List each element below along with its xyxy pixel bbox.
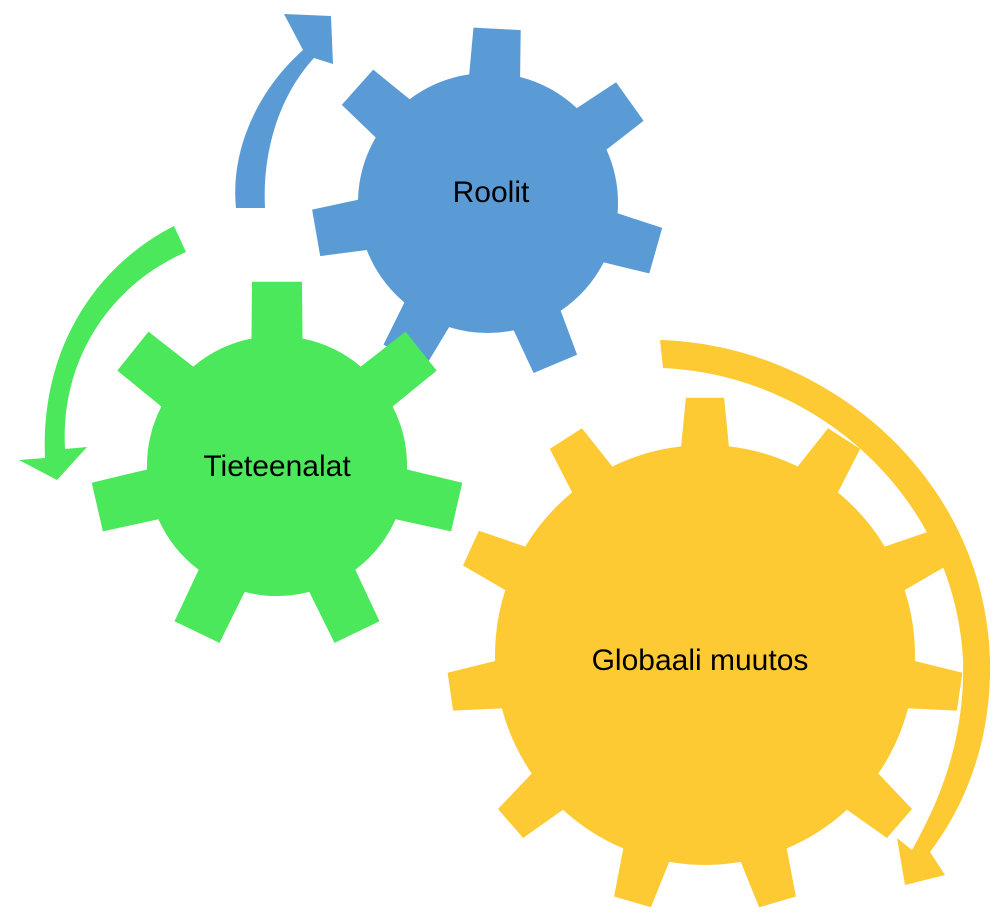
gear-label-tieteenalat: Tieteenalat <box>203 450 351 483</box>
yellow-cycle-arrow <box>660 340 991 885</box>
gear-label-roolit: Roolit <box>453 176 530 209</box>
gear-roolit <box>312 27 663 373</box>
green-cycle-arrow <box>19 226 186 480</box>
gear-label-globaali-muutos: Globaali muutos <box>592 644 809 677</box>
blue-cycle-arrow <box>235 14 333 208</box>
gear-tieteenalat <box>91 281 463 643</box>
gear-globaali-muutos <box>447 397 963 908</box>
